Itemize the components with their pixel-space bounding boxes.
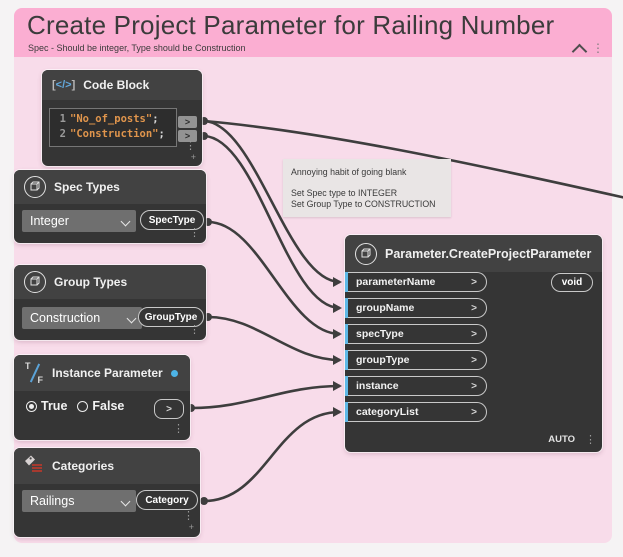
lacing-label[interactable]: AUTO <box>548 434 575 445</box>
node-title: Group Types <box>54 275 128 289</box>
port-caret-icon: > <box>471 276 477 288</box>
chevron-down-icon <box>120 216 131 227</box>
revit-node-icon <box>24 176 46 198</box>
note-line: Annoying habit of going blank <box>291 167 407 177</box>
renamed-indicator-dot <box>170 369 178 377</box>
resize-plus-icon[interactable]: + <box>190 152 196 162</box>
input-port-spectype[interactable]: specType > <box>348 324 487 344</box>
kebab-icon[interactable]: ⋮ <box>185 140 196 152</box>
radio-false[interactable]: False <box>77 399 124 413</box>
dropdown-value: Railings <box>30 494 75 508</box>
kebab-icon[interactable]: ⋮ <box>585 434 596 446</box>
code-line: 2"Construction"; <box>59 128 165 140</box>
port-label: specType <box>356 328 404 340</box>
note-line: Set Group Type to CONSTRUCTION <box>291 199 436 209</box>
radio-true-icon <box>26 400 37 412</box>
chevron-down-icon <box>120 496 131 507</box>
group-type-dropdown[interactable]: Construction <box>22 307 142 329</box>
kebab-icon[interactable]: ⋮ <box>173 423 184 435</box>
input-port-groupname[interactable]: groupName > <box>348 298 487 318</box>
node-title: Instance Parameter <box>52 366 163 380</box>
port-caret-icon: > <box>471 406 477 418</box>
input-port-parametername[interactable]: parameterName > <box>348 272 487 292</box>
radio-false-label: False <box>92 399 125 413</box>
kebab-icon[interactable]: ⋮ <box>189 227 200 239</box>
revit-node-icon <box>355 242 377 265</box>
port-label: instance <box>356 380 399 392</box>
output-port-2[interactable]: > <box>178 130 197 142</box>
node-title: Parameter.CreateProjectParameter <box>385 246 592 261</box>
node-categories[interactable]: Categories Railings Category ⋮ + <box>14 448 200 537</box>
node-group-types[interactable]: Group Types Construction GroupType ⋮ <box>14 265 206 340</box>
collapse-chevron-icon[interactable] <box>571 43 588 60</box>
port-label: void <box>561 277 583 288</box>
output-port-spectype[interactable]: SpecType <box>140 210 204 230</box>
note-line: Set Spec type to INTEGER <box>291 188 398 198</box>
port-caret-icon: > <box>184 116 191 127</box>
port-label: SpecType <box>148 214 196 226</box>
input-port-grouptype[interactable]: groupType > <box>348 350 487 370</box>
port-caret-icon: > <box>471 302 477 314</box>
dropdown-value: Integer <box>30 214 69 228</box>
kebab-icon[interactable]: ⋮ <box>189 324 200 336</box>
chevron-down-icon <box>126 313 137 324</box>
node-code-block[interactable]: [</>] Code Block 1"No_of_posts"; 2"Const… <box>42 70 202 166</box>
node-title: Code Block <box>83 78 150 92</box>
code-editor[interactable]: 1"No_of_posts"; 2"Construction"; <box>49 108 177 147</box>
radio-true[interactable]: True <box>26 399 67 413</box>
node-title: Categories <box>52 459 115 473</box>
node-spec-types[interactable]: Spec Types Integer SpecType ⋮ <box>14 170 206 243</box>
port-caret-icon: > <box>184 130 191 141</box>
dropdown-value: Construction <box>30 311 101 325</box>
radio-false-icon <box>77 400 89 412</box>
port-label: Category <box>145 494 189 506</box>
resize-plus-icon[interactable]: + <box>188 522 194 532</box>
output-port-1[interactable]: > <box>178 116 197 128</box>
output-port-void[interactable]: void <box>551 273 593 292</box>
port-label: categoryList <box>356 406 419 418</box>
output-port-category[interactable]: Category <box>136 490 198 510</box>
spec-type-dropdown[interactable]: Integer <box>22 210 136 232</box>
category-dropdown[interactable]: Railings <box>22 490 136 512</box>
output-port-grouptype[interactable]: GroupType <box>138 307 204 327</box>
port-caret-icon: > <box>166 403 172 415</box>
radio-true-label: True <box>41 399 68 413</box>
category-tag-icon <box>24 455 44 477</box>
port-label: parameterName <box>356 276 436 288</box>
revit-node-icon <box>24 271 46 293</box>
port-caret-icon: > <box>471 354 477 366</box>
output-port-boolean[interactable]: > <box>154 399 184 419</box>
group-kebab-icon[interactable]: ⋮ <box>592 41 604 55</box>
node-create-project-parameter[interactable]: Parameter.CreateProjectParameter paramet… <box>345 235 602 452</box>
code-block-icon: [</>] <box>52 79 76 91</box>
port-label: groupName <box>356 302 415 314</box>
kebab-icon[interactable]: ⋮ <box>183 510 194 522</box>
port-caret-icon: > <box>471 380 477 392</box>
port-label: groupType <box>356 354 410 366</box>
node-title: Spec Types <box>54 180 120 194</box>
input-port-instance[interactable]: instance > <box>348 376 487 396</box>
group-subtitle: Spec - Should be integer, Type should be… <box>28 43 246 53</box>
group-header[interactable]: Create Project Parameter for Railing Num… <box>14 8 612 60</box>
code-line: 1"No_of_posts"; <box>59 113 159 125</box>
group-title[interactable]: Create Project Parameter for Railing Num… <box>27 10 555 40</box>
note[interactable]: Annoying habit of going blank Set Spec t… <box>283 159 451 217</box>
input-port-categorylist[interactable]: categoryList > <box>348 402 487 422</box>
port-caret-icon: > <box>471 328 477 340</box>
port-label: GroupType <box>144 311 198 323</box>
